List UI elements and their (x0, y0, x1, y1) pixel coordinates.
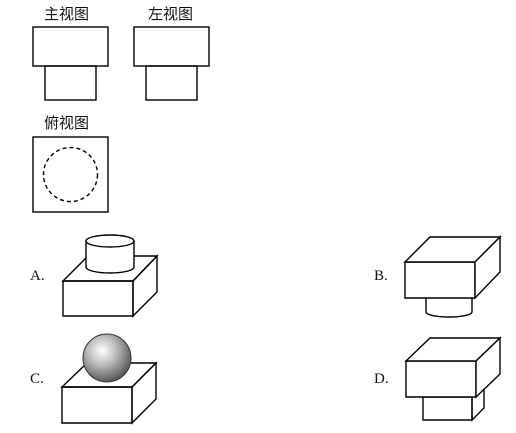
option-a-cylinder-body (85, 241, 135, 274)
option-c-box-front (61, 386, 133, 424)
option-b-cylinder (425, 298, 473, 318)
left-view-bottom-rect (145, 65, 198, 101)
option-a-cylinder-top (85, 234, 135, 248)
option-c-figure (60, 333, 158, 425)
front-view-label: 主视图 (44, 5, 90, 23)
left-view-label: 左视图 (148, 5, 194, 23)
option-c-sphere (82, 333, 132, 383)
option-b-figure (403, 235, 502, 318)
option-d-figure (404, 336, 502, 422)
front-view-top-rect (32, 26, 109, 67)
option-c-label: C. (30, 371, 44, 387)
option-b-box-side (474, 235, 501, 300)
option-b-box-front (404, 261, 476, 299)
option-a-box-front (62, 280, 134, 317)
front-view (32, 26, 109, 101)
top-view (32, 136, 109, 213)
option-d-label: D. (374, 371, 389, 387)
top-view-label: 俯视图 (44, 114, 90, 132)
top-view-square (32, 136, 109, 213)
option-d-box-side (475, 336, 501, 399)
left-view (133, 26, 210, 101)
option-a-box-side (132, 254, 158, 318)
top-view-dashed-circle (42, 146, 99, 203)
option-b-label: B. (374, 268, 388, 284)
option-a-figure (61, 234, 159, 318)
option-d-box-front (405, 360, 477, 398)
front-view-bottom-rect (44, 65, 97, 101)
option-c-box-side (131, 361, 157, 425)
option-d-small-box-front (422, 396, 473, 421)
option-a-label: A. (30, 268, 45, 284)
left-view-top-rect (133, 26, 210, 67)
